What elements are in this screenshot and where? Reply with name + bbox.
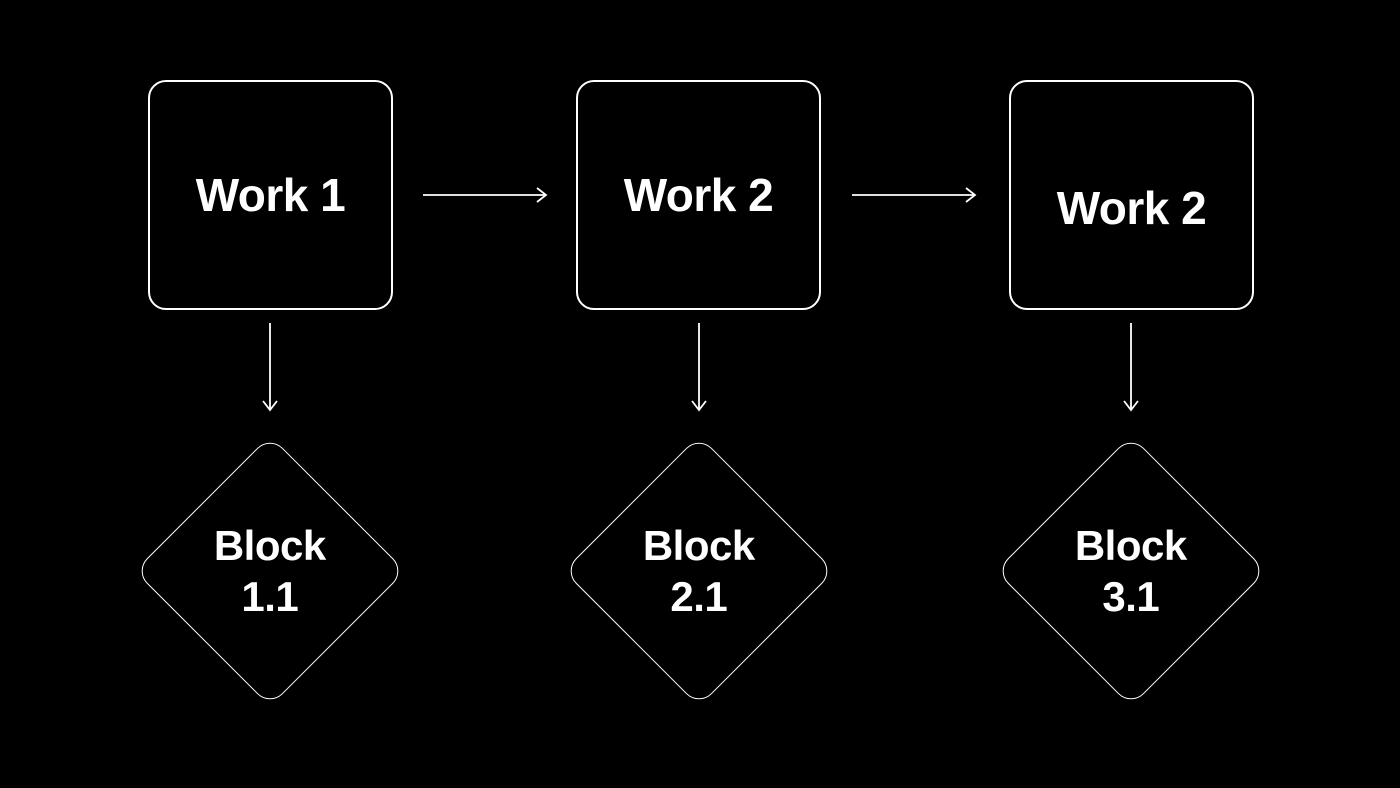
block-node-1-1-line1: Block xyxy=(214,521,326,569)
block-node-2-1: Block 2.1 xyxy=(563,435,835,707)
arrow-down-work2-block21 xyxy=(691,323,707,412)
block-node-2-1-label: Block 2.1 xyxy=(643,520,755,622)
work-node-3-label: Work 2 xyxy=(1056,182,1207,234)
arrow-down-work3-block31 xyxy=(1123,323,1139,412)
block-node-3-1: Block 3.1 xyxy=(995,435,1267,707)
block-node-2-1-line2: 2.1 xyxy=(670,573,728,620)
arrow-right-work1-work2 xyxy=(423,187,548,203)
block-node-3-1-line2: 3.1 xyxy=(1102,573,1160,620)
block-node-1-1: Block 1.1 xyxy=(134,435,406,707)
block-node-3-1-label: Block 3.1 xyxy=(1075,520,1187,622)
work-node-3: Work 2 xyxy=(1009,80,1254,310)
block-node-2-1-line1: Block xyxy=(643,521,755,569)
block-node-3-1-line1: Block xyxy=(1075,521,1187,569)
work-node-1: Work 1 xyxy=(148,80,393,310)
work-node-2: Work 2 xyxy=(576,80,821,310)
work-node-1-label: Work 1 xyxy=(195,169,346,221)
block-node-1-1-label: Block 1.1 xyxy=(214,520,326,622)
arrow-down-work1-block11 xyxy=(262,323,278,412)
block-node-1-1-line2: 1.1 xyxy=(241,573,299,620)
work-node-2-label: Work 2 xyxy=(623,169,774,221)
arrow-right-work2-work3 xyxy=(852,187,977,203)
